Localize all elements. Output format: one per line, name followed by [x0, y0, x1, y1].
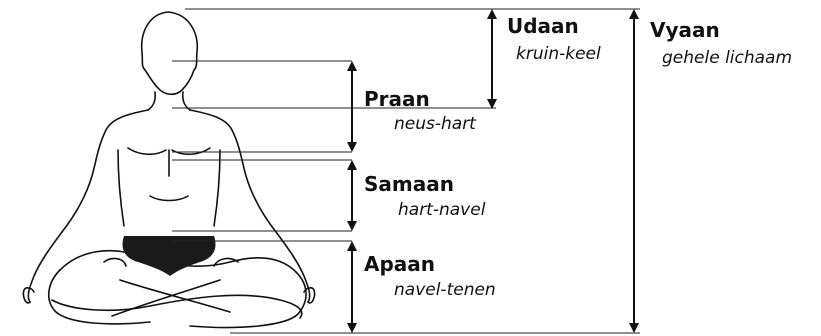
vyaan-name: Vyaan [650, 18, 720, 42]
praan-name: Praan [364, 87, 430, 111]
samaan-region: hart-navel [398, 200, 485, 220]
udaan-region: kruin-keel [516, 44, 601, 64]
seated-lotus-figure-icon [23, 12, 314, 328]
vyaan-region: gehele lichaam [662, 48, 792, 68]
samaan-name: Samaan [364, 172, 454, 196]
udaan-name: Udaan [507, 14, 579, 38]
apaan-region: navel-tenen [394, 280, 496, 300]
shorts-shape [123, 236, 216, 276]
praan-region: neus-hart [394, 114, 476, 134]
apaan-name: Apaan [364, 252, 435, 276]
